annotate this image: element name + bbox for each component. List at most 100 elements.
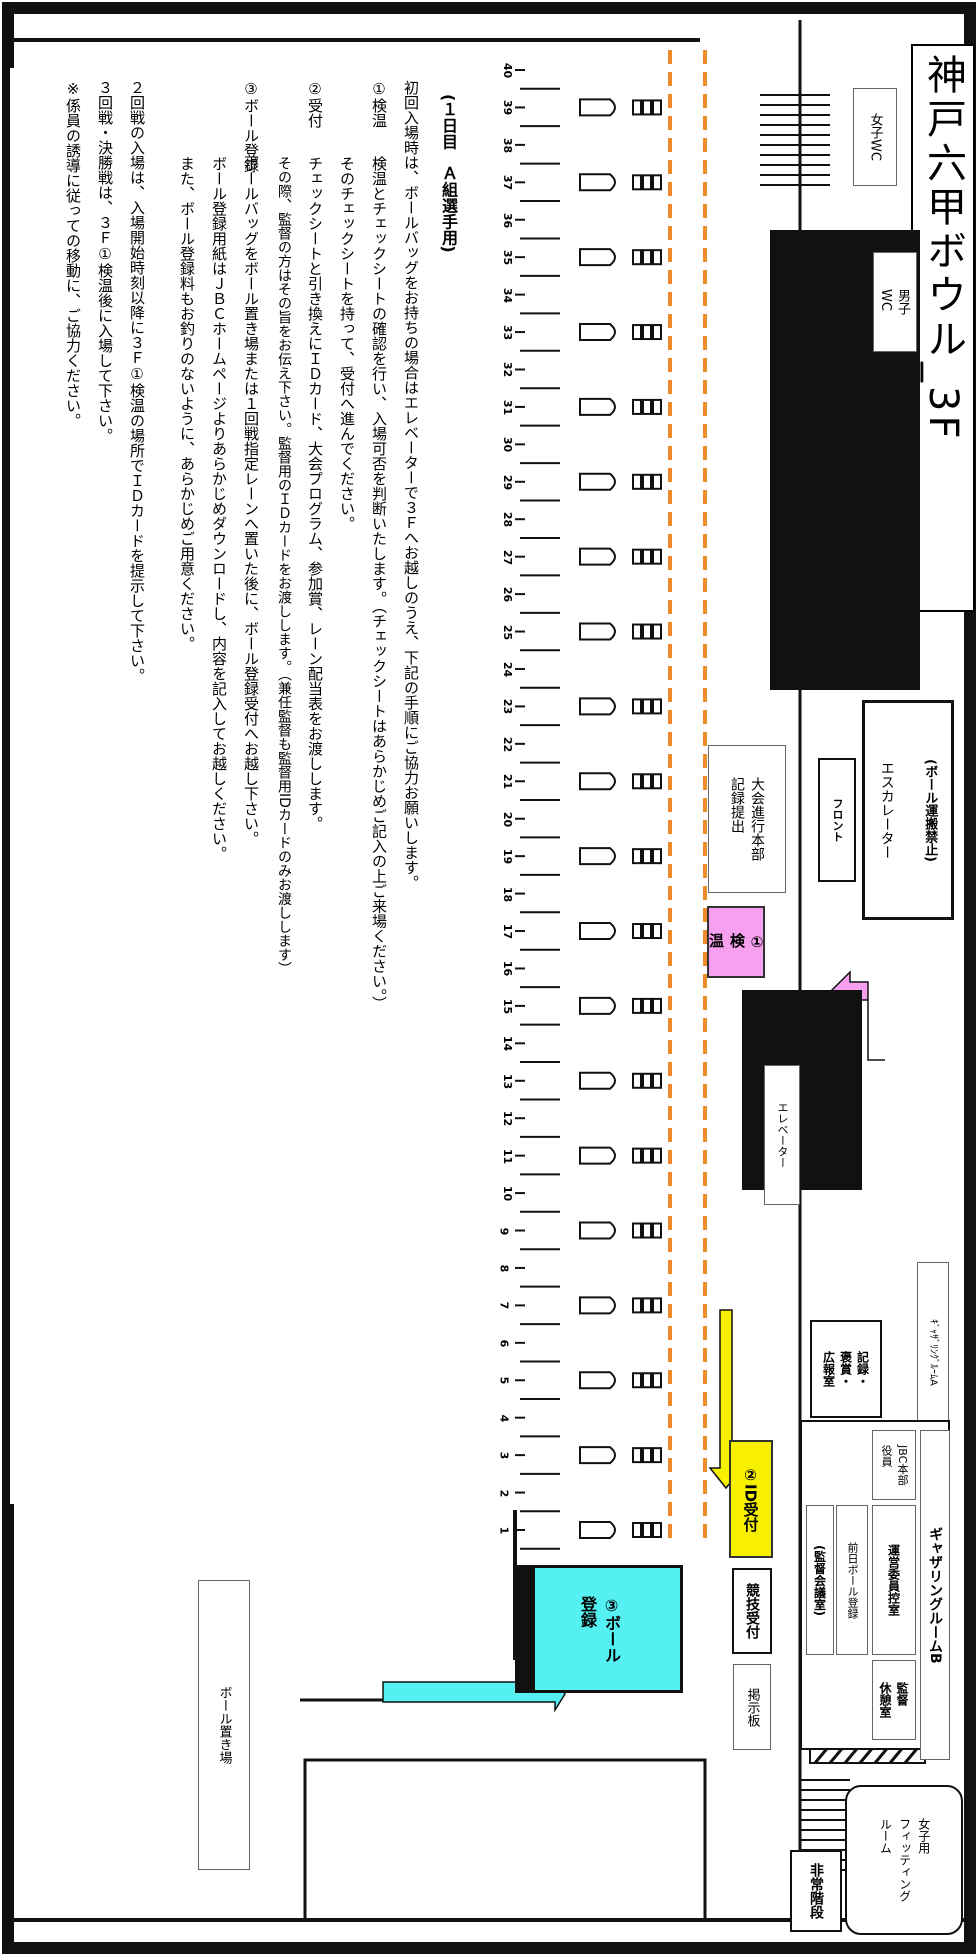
ball-return bbox=[579, 1221, 616, 1240]
room-supervisors-meeting: (監督会議室) bbox=[806, 1505, 834, 1655]
room-elevator: エレベーター bbox=[764, 1065, 800, 1205]
lane-seat bbox=[642, 473, 652, 490]
station-inspection: ① 検 温 bbox=[707, 906, 766, 978]
ball-return bbox=[579, 922, 616, 941]
room-escalator: エスカレーター (ボール運搬禁止) bbox=[862, 700, 954, 920]
lane-number: 14 bbox=[501, 1036, 515, 1052]
block-elevator-shaft bbox=[742, 990, 862, 1190]
bulletin-board: 掲示板 bbox=[733, 1664, 771, 1750]
notice-line: ボール登録用紙はＪＢＣホームページよりあらかじめダウンロードし、内容を記入してお… bbox=[210, 156, 228, 861]
notice-line: 初回入場時は、ボールバッグをお持ちの場合はエレベーターで３Ｆへお越しのうえ、下記… bbox=[402, 80, 420, 890]
lane-number: 36 bbox=[501, 212, 515, 228]
lane-number: 22 bbox=[501, 736, 515, 752]
room-previous-day-ball: 前日ボール登録 bbox=[836, 1505, 868, 1655]
ball-return bbox=[579, 772, 616, 791]
ball-return bbox=[579, 1371, 616, 1390]
ball-return bbox=[579, 248, 616, 267]
lane-seat bbox=[652, 698, 662, 715]
notice-line: ２回戦の入場は、入場開始時刻以降に３Ｆ①検温の場所でＩＤカードを提示して下さい。 bbox=[128, 80, 146, 683]
lane-seat bbox=[642, 1147, 652, 1164]
ball-return bbox=[579, 472, 616, 491]
lane-number: 1 bbox=[497, 1526, 511, 1535]
registration-counter bbox=[515, 1565, 535, 1693]
lane-seat bbox=[652, 1072, 662, 1089]
lane-seat bbox=[632, 1522, 642, 1538]
lane-seat bbox=[632, 249, 642, 266]
lane-number: 25 bbox=[501, 624, 515, 640]
lane-seat bbox=[632, 398, 642, 415]
bowling-lanes bbox=[515, 69, 662, 1550]
lane-seat bbox=[652, 1147, 662, 1164]
lane-seat bbox=[632, 848, 642, 865]
area-ball-storage: ボール置き場 bbox=[198, 1580, 250, 1870]
lane-number: 26 bbox=[501, 586, 515, 603]
notice-panel: (１日目 Ａ組選手用) 初回入場時は、ボールバッグをお持ちの場合はエレベーターで… bbox=[10, 68, 468, 1504]
lane-number: 29 bbox=[501, 474, 515, 490]
lane-seat bbox=[652, 174, 662, 191]
page-title: 神戸六甲ボウル_3F bbox=[911, 44, 975, 612]
notice-line: ③ボール登録 bbox=[242, 80, 260, 173]
lane-number: 16 bbox=[501, 961, 515, 977]
notice-line: ②受付 bbox=[306, 80, 324, 128]
lane-number: 6 bbox=[497, 1339, 511, 1348]
lane-seat bbox=[642, 1222, 652, 1239]
lane-number: 9 bbox=[497, 1227, 511, 1235]
lane-seat bbox=[642, 99, 652, 116]
lane-seat bbox=[632, 1222, 642, 1239]
notice-line: チェックシートと引き換えにＩＤカード、大会プログラム、参加賞、レーン配当表をお渡… bbox=[306, 156, 324, 831]
lane-seat bbox=[632, 548, 642, 565]
lane-number: 15 bbox=[501, 998, 515, 1015]
notice-line: ①検温 bbox=[370, 80, 388, 128]
lane-seat bbox=[652, 1522, 662, 1538]
lane-number: 27 bbox=[501, 549, 515, 565]
lane-seat bbox=[632, 1072, 642, 1089]
lane-seat bbox=[652, 1372, 662, 1389]
lane-seat bbox=[632, 473, 642, 490]
lane-seat bbox=[642, 249, 652, 266]
lane-seat bbox=[642, 1072, 652, 1089]
lane-seat bbox=[642, 398, 652, 415]
notice-heading: (１日目 Ａ組選手用) bbox=[439, 94, 458, 253]
lane-number: 23 bbox=[501, 699, 515, 715]
lane-seat bbox=[642, 1447, 652, 1464]
lane-seat bbox=[632, 1297, 642, 1314]
lane-seat bbox=[642, 848, 652, 865]
lane-seat bbox=[652, 398, 662, 415]
room-committee: 運営委員控室 bbox=[872, 1505, 916, 1655]
room-mens-wc: 男子 WC bbox=[873, 252, 917, 352]
room-supervisors-rest: 監督 休憩室 bbox=[872, 1660, 916, 1740]
room-gathering-a: ｷﾞｬｻﾞﾘﾝｸﾞﾙｰﾑA bbox=[917, 1262, 949, 1442]
ball-return bbox=[579, 1146, 616, 1165]
lane-seat bbox=[642, 548, 652, 565]
notice-line: 検温とチェックシートの確認を行い、入場可否を判断いたします。（チェックシートはあ… bbox=[370, 156, 388, 1011]
lane-seat bbox=[642, 324, 652, 341]
lane-seat bbox=[652, 773, 662, 790]
lane-seat bbox=[632, 1372, 642, 1389]
room-gathering-b: ギャザリングルームB bbox=[920, 1430, 950, 1760]
lane-number: 17 bbox=[501, 923, 515, 940]
lane-seat bbox=[632, 174, 642, 191]
ball-return bbox=[579, 996, 616, 1015]
lane-number: 34 bbox=[501, 287, 515, 303]
notice-line: その際、監督の方はその旨をお伝え下さい。監督用のＩＤカードをお渡しします。（兼任… bbox=[276, 156, 292, 976]
lane-seat bbox=[632, 1147, 642, 1164]
lane-number: 37 bbox=[501, 175, 515, 191]
lane-seat bbox=[642, 997, 652, 1014]
ball-return bbox=[579, 697, 616, 716]
lane-number: 40 bbox=[501, 62, 515, 79]
room-tournament-hq: 大会進行本部 記録提出 bbox=[708, 745, 786, 893]
lane-seat bbox=[632, 923, 642, 940]
notice-line: ボールバッグをボール置き場または１回戦指定レーンへ置いた後に、ボール登録受付へお… bbox=[242, 156, 260, 846]
lane-seat bbox=[632, 698, 642, 715]
ball-return bbox=[579, 1071, 616, 1090]
ball-return bbox=[579, 622, 616, 641]
ball-return bbox=[579, 547, 616, 566]
lane-number: 11 bbox=[501, 1148, 515, 1164]
lane-seat bbox=[652, 473, 662, 490]
lane-seat bbox=[652, 99, 662, 116]
room-womens-wc: 女子WC bbox=[853, 88, 897, 186]
lane-number: 12 bbox=[501, 1111, 515, 1127]
lane-seat bbox=[642, 1522, 652, 1538]
lane-seat bbox=[652, 1222, 662, 1239]
